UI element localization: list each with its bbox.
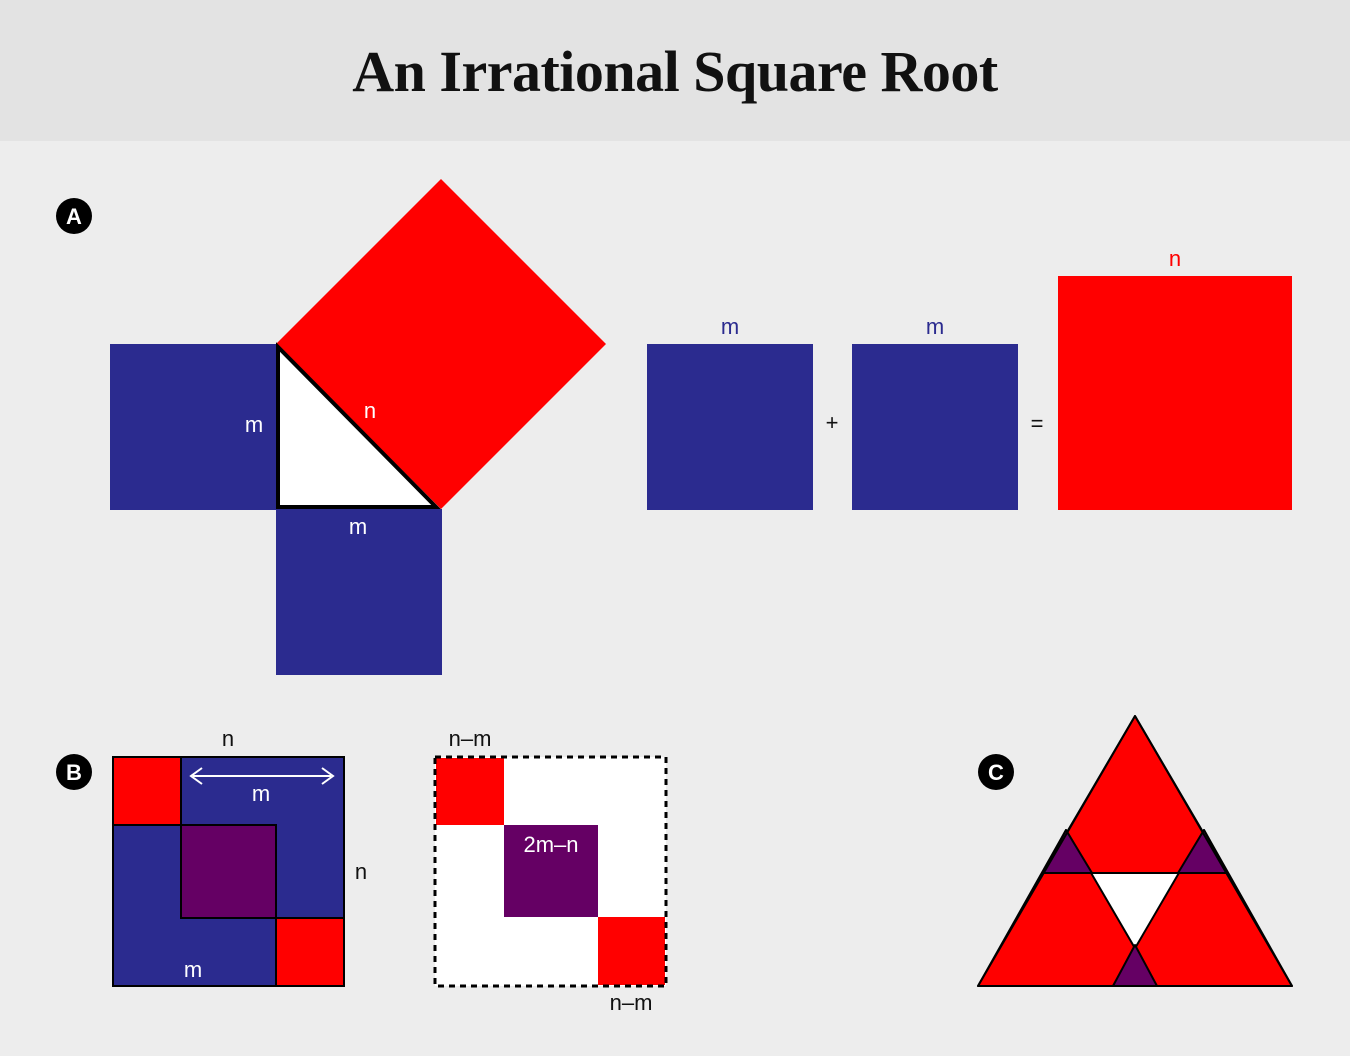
title-banner — [0, 0, 1350, 141]
dashed-square-border — [433, 755, 668, 988]
hypotenuse-label: n — [364, 398, 376, 423]
arrowhead-right — [321, 767, 335, 785]
label-m-arrow: m — [252, 781, 270, 806]
panel-c: C — [977, 715, 1293, 987]
panel-b: B n m n m n–m — [56, 726, 668, 1015]
page-title: An Irrational Square Root — [352, 39, 998, 104]
leg-left-label: m — [245, 412, 263, 437]
badge-b-circle — [56, 754, 92, 790]
label-n-top: n — [222, 726, 234, 751]
arrowhead-left — [189, 767, 203, 785]
right-triangle — [276, 342, 441, 509]
big-triangle-outline — [977, 715, 1293, 987]
leg-bottom-label: m — [349, 514, 367, 539]
purple-overlap-right — [1177, 829, 1228, 874]
small-red-bottom-right — [598, 917, 665, 985]
square-bottom-blue — [276, 509, 442, 675]
label-n-m-top: n–m — [449, 726, 492, 751]
overlap-purple — [180, 824, 277, 919]
eq-square-n-label: n — [1169, 246, 1181, 271]
eq-square-n — [1058, 276, 1292, 510]
difference-square-figure: n–m 2m–n n–m — [433, 726, 668, 1015]
eq-square-m-2 — [852, 344, 1018, 510]
outer-square-border — [112, 756, 345, 987]
badge-a: A — [66, 204, 82, 229]
equals-sign: = — [1031, 411, 1044, 436]
small-red-top-left — [436, 758, 504, 825]
eq-square-m-1 — [647, 344, 813, 510]
corner-red-bottom-right — [275, 917, 345, 987]
eq-square-m-1-label: m — [721, 314, 739, 339]
badge-c: C — [988, 760, 1004, 785]
badge-c-circle — [978, 754, 1014, 790]
square-left-blue — [110, 344, 277, 510]
corner-red-top-left — [112, 756, 182, 826]
label-m-bottom: m — [184, 957, 202, 982]
purple-center — [504, 825, 598, 917]
plus-sign: + — [826, 410, 839, 435]
label-n-right: n — [355, 859, 367, 884]
overlap-square-figure: n m n m — [112, 726, 367, 987]
label-n-m-bottom: n–m — [610, 990, 653, 1015]
label-2m-n: 2m–n — [523, 832, 578, 857]
badge-b: B — [66, 760, 82, 785]
purple-overlap-left — [1042, 829, 1093, 874]
eq-square-m-2-label: m — [926, 314, 944, 339]
badge-a-circle — [56, 198, 92, 234]
panel-a: A m n m m m n + = — [56, 179, 1292, 675]
